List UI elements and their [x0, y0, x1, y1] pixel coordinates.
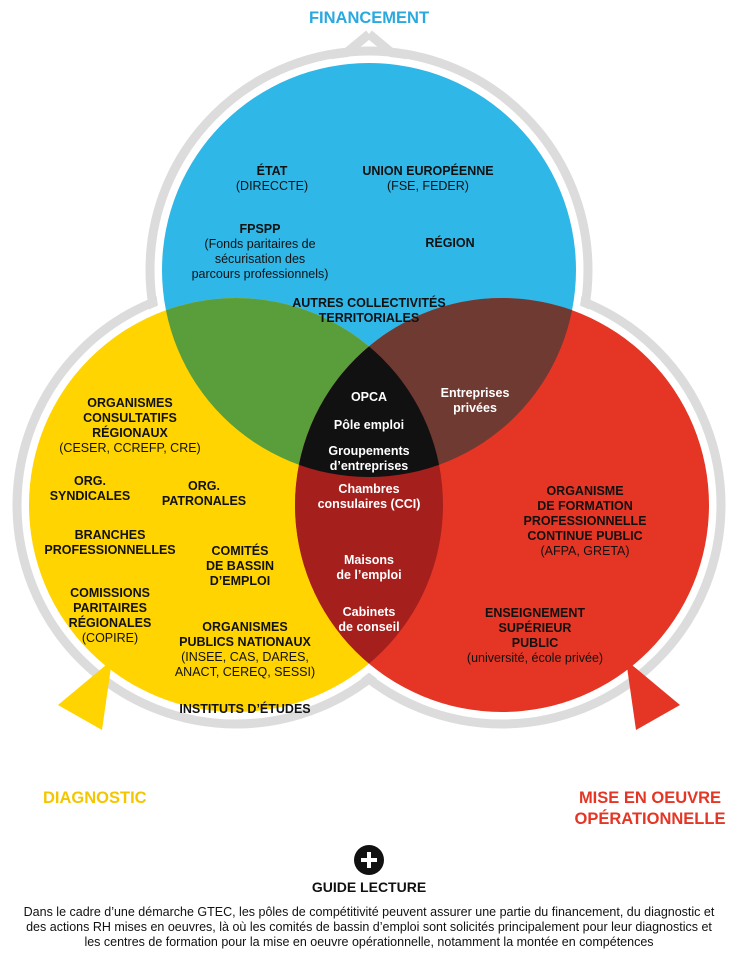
title-mise-line2: OPÉRATIONNELLE: [574, 810, 726, 828]
overlap-center: [295, 298, 443, 477]
guide-text: Dans le cadre d’une démarche GTEC, les p…: [23, 905, 715, 949]
organisme-line3: PROFESSIONNELLE: [523, 514, 647, 528]
chambres-line1: Chambres: [338, 482, 400, 496]
enseignement-sub: (université, école privée): [466, 651, 604, 665]
comites-line1: COMITÉS: [211, 544, 269, 558]
commissions-line3: RÉGIONALES: [68, 616, 152, 630]
groupements-line1: Groupements: [328, 444, 410, 458]
branches-line2: PROFESSIONNELLES: [44, 543, 176, 557]
label-groupements: Groupements d’entreprises: [299, 444, 439, 474]
title-mise-en-oeuvre: MISE EN OEUVRE OPÉRATIONNELLE: [560, 788, 738, 830]
label-fpspp: FPSPP (Fonds paritaires de sécurisation …: [170, 222, 350, 282]
comites-line2: DE BASSIN: [205, 559, 275, 573]
enseignement-line2: SUPÉRIEUR: [498, 621, 572, 635]
org-synd-line2: SYNDICALES: [49, 489, 131, 503]
maisons-line1: Maisons: [343, 553, 394, 567]
cabinets-line2: de conseil: [338, 620, 400, 634]
label-etat: ÉTAT (DIRECCTE): [212, 164, 332, 194]
label-org-patronales: ORG. PATRONALES: [154, 479, 254, 509]
org-consult-line2: CONSULTATIFS: [83, 411, 177, 425]
label-comites: COMITÉS DE BASSIN D’EMPLOI: [190, 544, 290, 589]
title-diagnostic: DIAGNOSTIC: [43, 789, 147, 807]
entreprises-line1: Entreprises: [440, 386, 510, 400]
label-entreprises-privees: Entreprises privées: [420, 386, 530, 416]
tip-right: [626, 660, 680, 730]
label-org-syndicales: ORG. SYNDICALES: [40, 474, 140, 504]
etat-title: ÉTAT: [256, 164, 288, 178]
label-organismes-consultatifs: ORGANISMES CONSULTATIFS RÉGIONAUX (CESER…: [50, 396, 210, 456]
org-consult-line1: ORGANISMES: [87, 396, 173, 410]
pole-text: Pôle emploi: [333, 418, 405, 432]
union-title: UNION EUROPÉENNE: [362, 164, 494, 178]
label-instituts: INSTITUTS D’ÉTUDES: [160, 702, 330, 717]
label-cabinets-conseil: Cabinets de conseil: [314, 605, 424, 635]
comites-line3: D’EMPLOI: [209, 574, 271, 588]
enseignement-line1: ENSEIGNEMENT: [484, 606, 585, 620]
label-organismes-publics: ORGANISMES PUBLICS NATIONAUX (INSEE, CAS…: [165, 620, 325, 680]
union-sub: (FSE, FEDER): [387, 179, 469, 193]
branches-line1: BRANCHES: [74, 528, 146, 542]
region-title: RÉGION: [425, 236, 475, 250]
guide-title: GUIDE LECTURE: [311, 879, 427, 895]
organisme-line1: ORGANISME: [546, 484, 624, 498]
org-consult-sub: (CESER, CCREFP, CRE): [59, 441, 201, 455]
commissions-line1: COMISSIONS: [70, 586, 150, 600]
enseignement-line3: PUBLIC: [511, 636, 559, 650]
cabinets-line1: Cabinets: [342, 605, 396, 619]
autres-line2: TERRITORIALES: [318, 311, 420, 325]
instituts-title: INSTITUTS D’ÉTUDES: [179, 702, 311, 716]
commissions-line2: PARITAIRES: [73, 601, 147, 615]
opca-text: OPCA: [350, 390, 388, 404]
entreprises-line2: privées: [453, 401, 497, 415]
fpspp-sub2: sécurisation des: [214, 252, 306, 266]
tip-left: [58, 660, 112, 730]
publics-sub2: ANACT, CEREQ, SESSI): [174, 665, 316, 679]
label-enseignement-superieur: ENSEIGNEMENT SUPÉRIEUR PUBLIC (universit…: [450, 606, 620, 666]
org-patr-line2: PATRONALES: [161, 494, 247, 508]
org-patr-line1: ORG.: [188, 479, 220, 493]
org-synd-line1: ORG.: [74, 474, 106, 488]
commissions-sub: (COPIRE): [81, 631, 139, 645]
label-union-europeenne: UNION EUROPÉENNE (FSE, FEDER): [338, 164, 518, 194]
groupements-line2: d’entreprises: [329, 459, 409, 473]
fpspp-title: FPSPP: [239, 222, 281, 236]
publics-line2: PUBLICS NATIONAUX: [179, 635, 311, 649]
label-pole-emploi: Pôle emploi: [309, 418, 429, 433]
maisons-line2: de l’emploi: [336, 568, 402, 582]
organisme-line4: CONTINUE PUBLIC: [527, 529, 643, 543]
label-maisons-emploi: Maisons de l’emploi: [314, 553, 424, 583]
org-consult-line3: RÉGIONAUX: [92, 426, 168, 440]
fpspp-sub3: parcours professionnels): [191, 267, 329, 281]
fpspp-sub1: (Fonds paritaires de: [204, 237, 316, 251]
label-region: RÉGION: [400, 236, 500, 251]
chambres-line2: consulaires (CCI): [317, 497, 421, 511]
plus-icon: [354, 845, 384, 875]
label-opca: OPCA: [319, 390, 419, 405]
publics-sub1: (INSEE, CAS, DARES,: [181, 650, 309, 664]
publics-line1: ORGANISMES: [202, 620, 288, 634]
label-chambres: Chambres consulaires (CCI): [299, 482, 439, 512]
label-organisme-formation: ORGANISME DE FORMATION PROFESSIONNELLE C…: [505, 484, 665, 559]
title-financement: FINANCEMENT: [308, 9, 430, 27]
etat-sub: (DIRECCTE): [235, 179, 309, 193]
label-branches: BRANCHES PROFESSIONNELLES: [40, 528, 180, 558]
organisme-line2: DE FORMATION: [537, 499, 633, 513]
label-autres-collectivites: AUTRES COLLECTIVITÉS TERRITORIALES: [258, 296, 480, 326]
label-commissions: COMISSIONS PARITAIRES RÉGIONALES (COPIRE…: [50, 586, 170, 646]
autres-line1: AUTRES COLLECTIVITÉS: [292, 296, 446, 310]
organisme-sub: (AFPA, GRETA): [540, 544, 630, 558]
title-mise-line1: MISE EN OEUVRE: [578, 789, 722, 807]
